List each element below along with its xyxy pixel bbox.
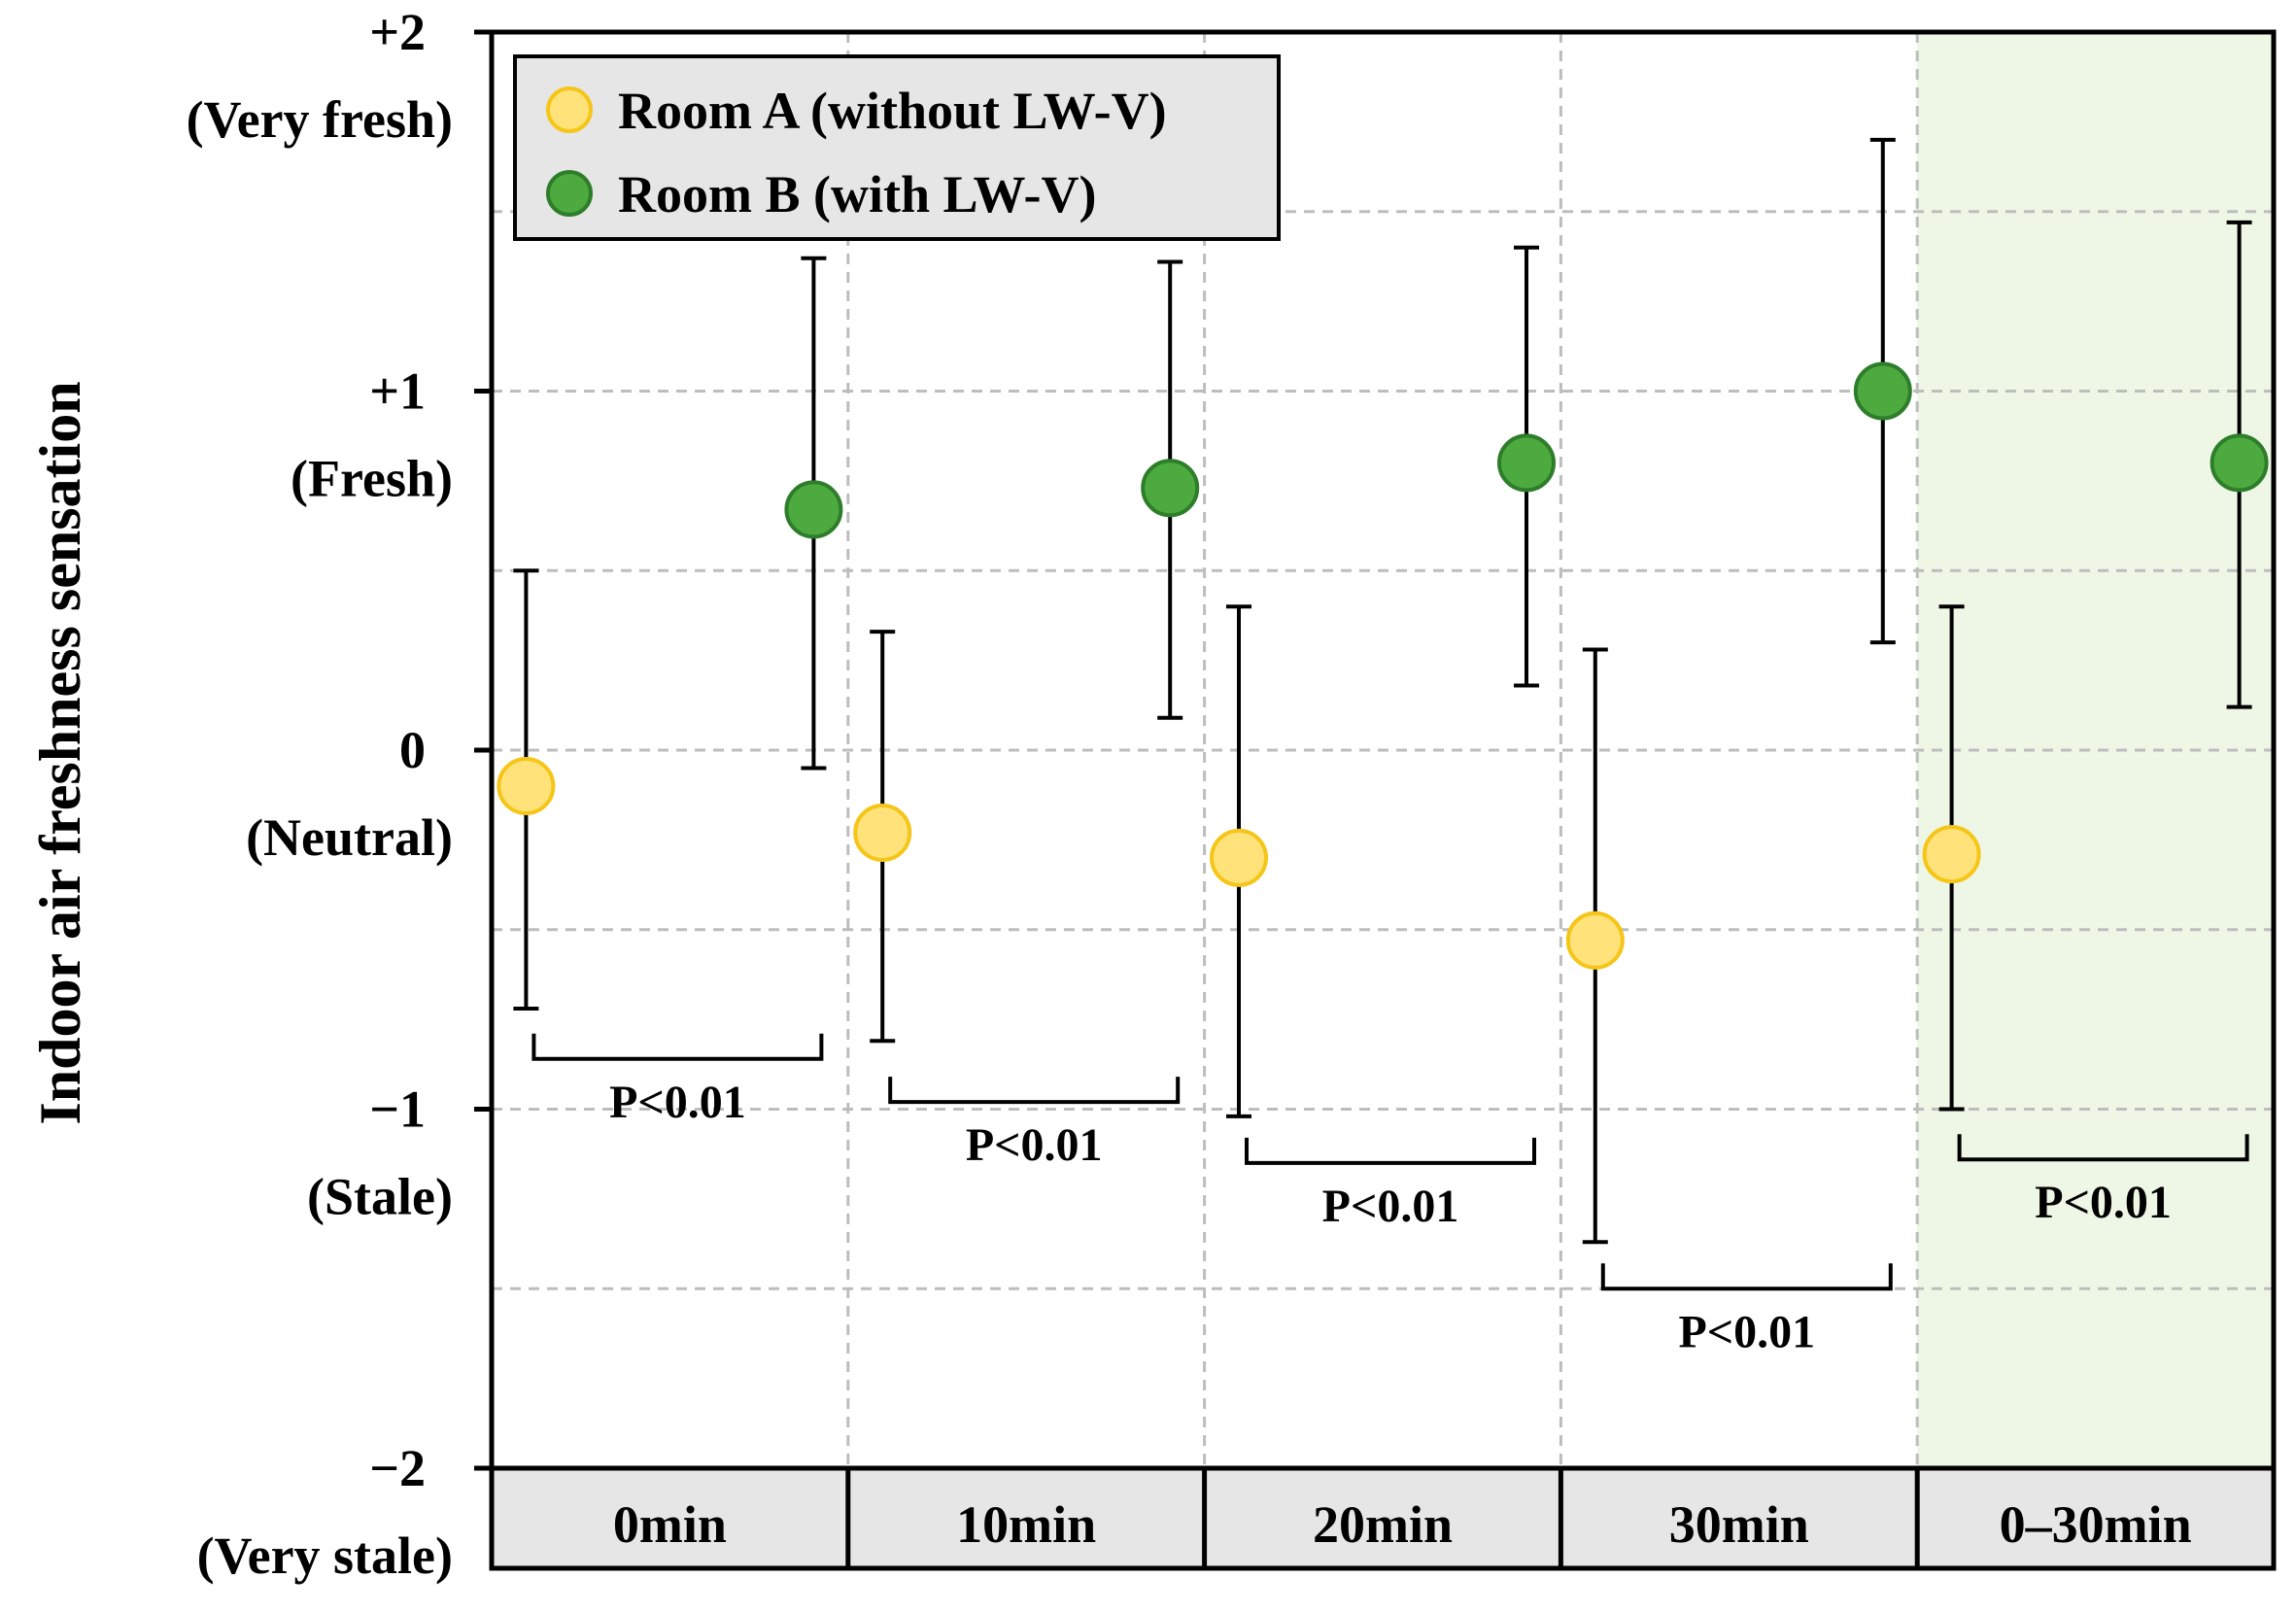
data-point (1565, 910, 1625, 970)
x-tick-label: 20min (1313, 1495, 1453, 1554)
y-tick-label: +2 (369, 3, 426, 61)
significance-bracket (1600, 1263, 1893, 1291)
data-point (784, 480, 843, 539)
y-tick-description: (Stale) (307, 1168, 453, 1226)
significance-label: P<0.01 (1678, 1306, 1815, 1357)
y-tick-label: 0 (399, 721, 426, 779)
x-tick-label: 10min (956, 1495, 1096, 1554)
data-marks (497, 137, 2269, 1245)
data-point (2210, 433, 2269, 493)
significance-bracket (1957, 1134, 2249, 1162)
significance-label: P<0.01 (2035, 1177, 2172, 1228)
data-point (1141, 459, 1200, 518)
data-point (497, 756, 556, 815)
data-point (1853, 361, 1912, 421)
y-tick-label: +1 (369, 362, 426, 421)
significance-annotations: P<0.01P<0.01P<0.01P<0.01P<0.01 (531, 1033, 2249, 1357)
x-tick-label: 0min (613, 1495, 727, 1554)
y-tick-label: −1 (369, 1080, 426, 1139)
y-tick-description: (Very stale) (197, 1526, 453, 1585)
legend-marker (546, 86, 593, 133)
legend: Room A (without LW-V) Room B (with LW-V) (513, 54, 1281, 241)
legend-label: Room B (with LW-V) (618, 165, 1097, 223)
y-tick-description: (Fresh) (291, 450, 453, 508)
legend-marker (546, 170, 593, 217)
significance-label: P<0.01 (966, 1119, 1103, 1171)
significance-bracket (888, 1077, 1181, 1105)
y-axis-title: Indoor air freshness sensation (28, 381, 92, 1124)
data-point (1497, 433, 1556, 493)
grid (492, 32, 2274, 1468)
labels: Indoor air freshness sensation 0min 10min… (28, 3, 2192, 1585)
legend-box (513, 54, 1281, 241)
significance-label: P<0.01 (609, 1077, 746, 1128)
significance-bracket (1245, 1137, 1536, 1165)
category-bar (489, 1465, 2277, 1571)
data-point (1210, 828, 1268, 887)
axes (474, 29, 2277, 1571)
significance-bracket (531, 1033, 824, 1061)
significance-label: P<0.01 (1322, 1181, 1459, 1232)
x-tick-label: 0–30min (2000, 1495, 2192, 1554)
data-point (853, 803, 912, 862)
legend-label: Room A (without LW-V) (618, 82, 1167, 140)
x-tick-label: 30min (1669, 1495, 1809, 1554)
y-tick-label: −2 (369, 1439, 426, 1497)
y-tick-description: (Neutral) (246, 808, 453, 867)
data-point (1922, 825, 1981, 884)
y-tick-description: (Very fresh) (187, 90, 453, 149)
